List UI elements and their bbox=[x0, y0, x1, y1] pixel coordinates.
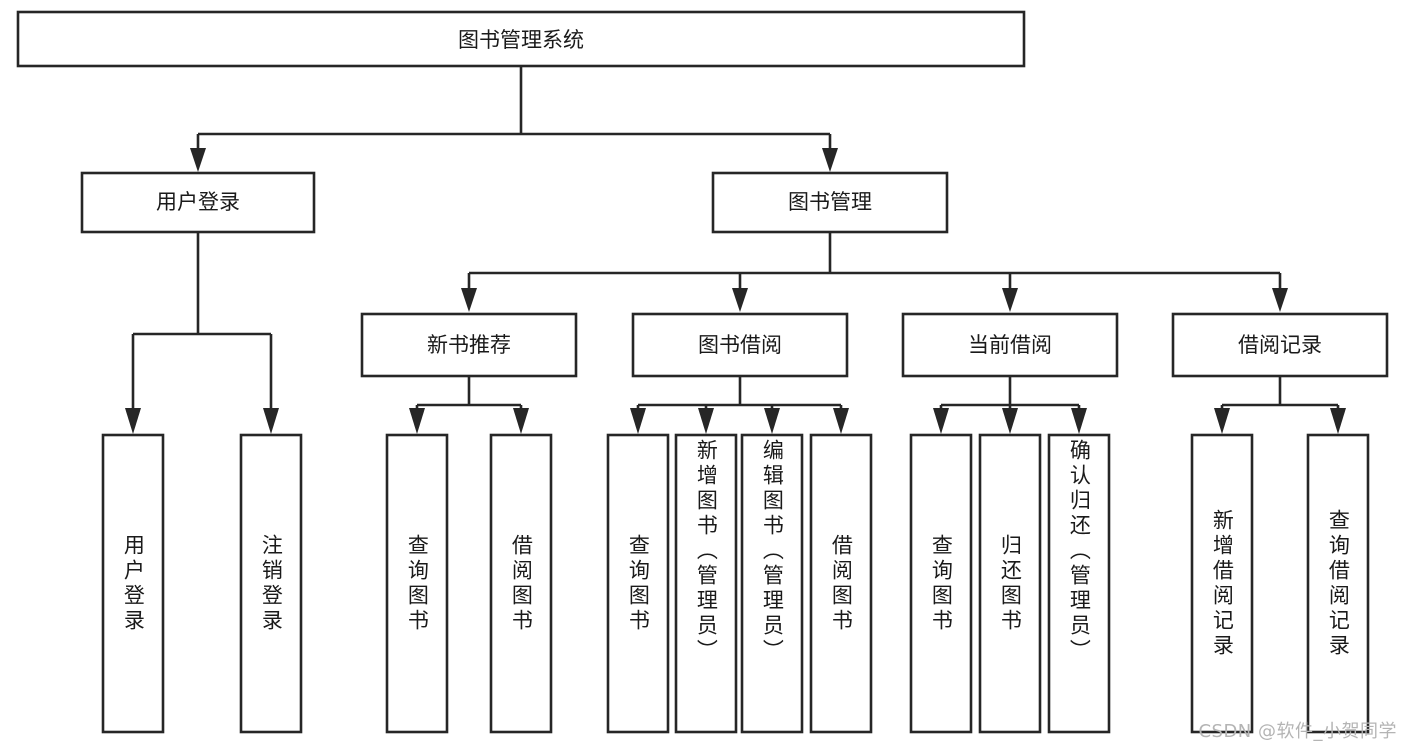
node-leaf-add-record-box[interactable] bbox=[1190, 433, 1254, 734]
node-leaf-query-book-2-box[interactable] bbox=[606, 433, 670, 734]
node-new-book-recommend-box[interactable] bbox=[360, 312, 578, 378]
connector-root-to-level1 bbox=[190, 66, 838, 172]
connector-borrowrecord-to-leaves bbox=[1214, 377, 1346, 434]
arrow-head-bookmgmt bbox=[822, 148, 838, 172]
node-book-management-box[interactable] bbox=[711, 171, 949, 234]
node-new-book-recommend-label: 新书推荐 bbox=[427, 333, 511, 357]
node-root-box[interactable] bbox=[16, 10, 1026, 68]
connector-newbook-to-leaves bbox=[409, 377, 529, 434]
arrow-head-leaf-borrow-book-1 bbox=[513, 408, 529, 434]
arrow-head-leaf-add-book bbox=[698, 408, 714, 434]
node-borrow-record[interactable]: 借阅记录 bbox=[1171, 312, 1389, 378]
node-current-borrow-label: 当前借阅 bbox=[968, 333, 1052, 357]
node-root-label: 图书管理系统 bbox=[458, 28, 584, 52]
csdn-watermark: CSDN @软件_小贺同学 bbox=[1198, 721, 1397, 742]
arrow-head-current-borrow bbox=[1002, 288, 1018, 312]
node-current-borrow-box[interactable] bbox=[901, 312, 1119, 378]
node-borrow-record-box[interactable] bbox=[1171, 312, 1389, 378]
arrow-head-book-borrow bbox=[732, 288, 748, 312]
arrow-head-leaf-add-record bbox=[1214, 408, 1230, 434]
node-book-borrow-label: 图书借阅 bbox=[698, 333, 782, 357]
node-leaf-add-book-box[interactable] bbox=[674, 433, 738, 734]
node-user-login-label: 用户登录 bbox=[156, 190, 240, 214]
node-leaf-borrow-book-2-box[interactable] bbox=[809, 433, 873, 734]
arrow-head-leaf-query-record bbox=[1330, 408, 1346, 434]
arrow-head-leaf-borrow-book-2 bbox=[833, 408, 849, 434]
node-leaf-query-record-box[interactable] bbox=[1306, 433, 1370, 734]
arrow-head-leaf-confirm-return bbox=[1071, 408, 1087, 434]
arrow-head-leaf-edit-book bbox=[764, 408, 780, 434]
arrow-head-leaf-query-book-1 bbox=[409, 408, 425, 434]
arrow-head-userlogin bbox=[190, 148, 206, 172]
arrow-head-leaf-user-login bbox=[125, 408, 141, 434]
node-book-borrow[interactable]: 图书借阅 bbox=[631, 312, 849, 378]
node-new-book-recommend[interactable]: 新书推荐 bbox=[360, 312, 578, 378]
node-leaf-user-login-box[interactable] bbox=[101, 433, 165, 734]
connector-bookborrow-to-leaves bbox=[630, 377, 849, 434]
connector-userlogin-to-leaves bbox=[125, 232, 279, 434]
node-borrow-record-label: 借阅记录 bbox=[1238, 333, 1322, 357]
leaf-boxes bbox=[101, 433, 1370, 734]
connector-bookmgmt-to-level2 bbox=[461, 232, 1288, 312]
connector-currentborrow-to-leaves bbox=[933, 377, 1087, 434]
node-leaf-logout-box[interactable] bbox=[239, 433, 303, 734]
node-leaf-query-book-1-box[interactable] bbox=[385, 433, 449, 734]
node-leaf-query-book-3-box[interactable] bbox=[909, 433, 973, 734]
node-book-borrow-box[interactable] bbox=[631, 312, 849, 378]
node-current-borrow[interactable]: 当前借阅 bbox=[901, 312, 1119, 378]
node-leaf-confirm-return-box[interactable] bbox=[1047, 433, 1111, 734]
node-user-login-box[interactable] bbox=[80, 171, 316, 234]
node-book-management-label: 图书管理 bbox=[788, 190, 872, 214]
node-root[interactable]: 图书管理系统 bbox=[16, 10, 1026, 68]
arrow-head-leaf-return-book bbox=[1002, 408, 1018, 434]
arrow-head-leaf-query-book-2 bbox=[630, 408, 646, 434]
arrow-head-leaf-logout bbox=[263, 408, 279, 434]
node-user-login[interactable]: 用户登录 bbox=[80, 171, 316, 234]
node-leaf-borrow-book-1-box[interactable] bbox=[489, 433, 553, 734]
node-leaf-edit-book-box[interactable] bbox=[740, 433, 804, 734]
node-leaf-return-book-box[interactable] bbox=[978, 433, 1042, 734]
arrow-head-new-book-recommend bbox=[461, 288, 477, 312]
arrow-head-leaf-query-book-3 bbox=[933, 408, 949, 434]
arrow-head-borrow-record bbox=[1272, 288, 1288, 312]
node-book-management[interactable]: 图书管理 bbox=[711, 171, 949, 234]
